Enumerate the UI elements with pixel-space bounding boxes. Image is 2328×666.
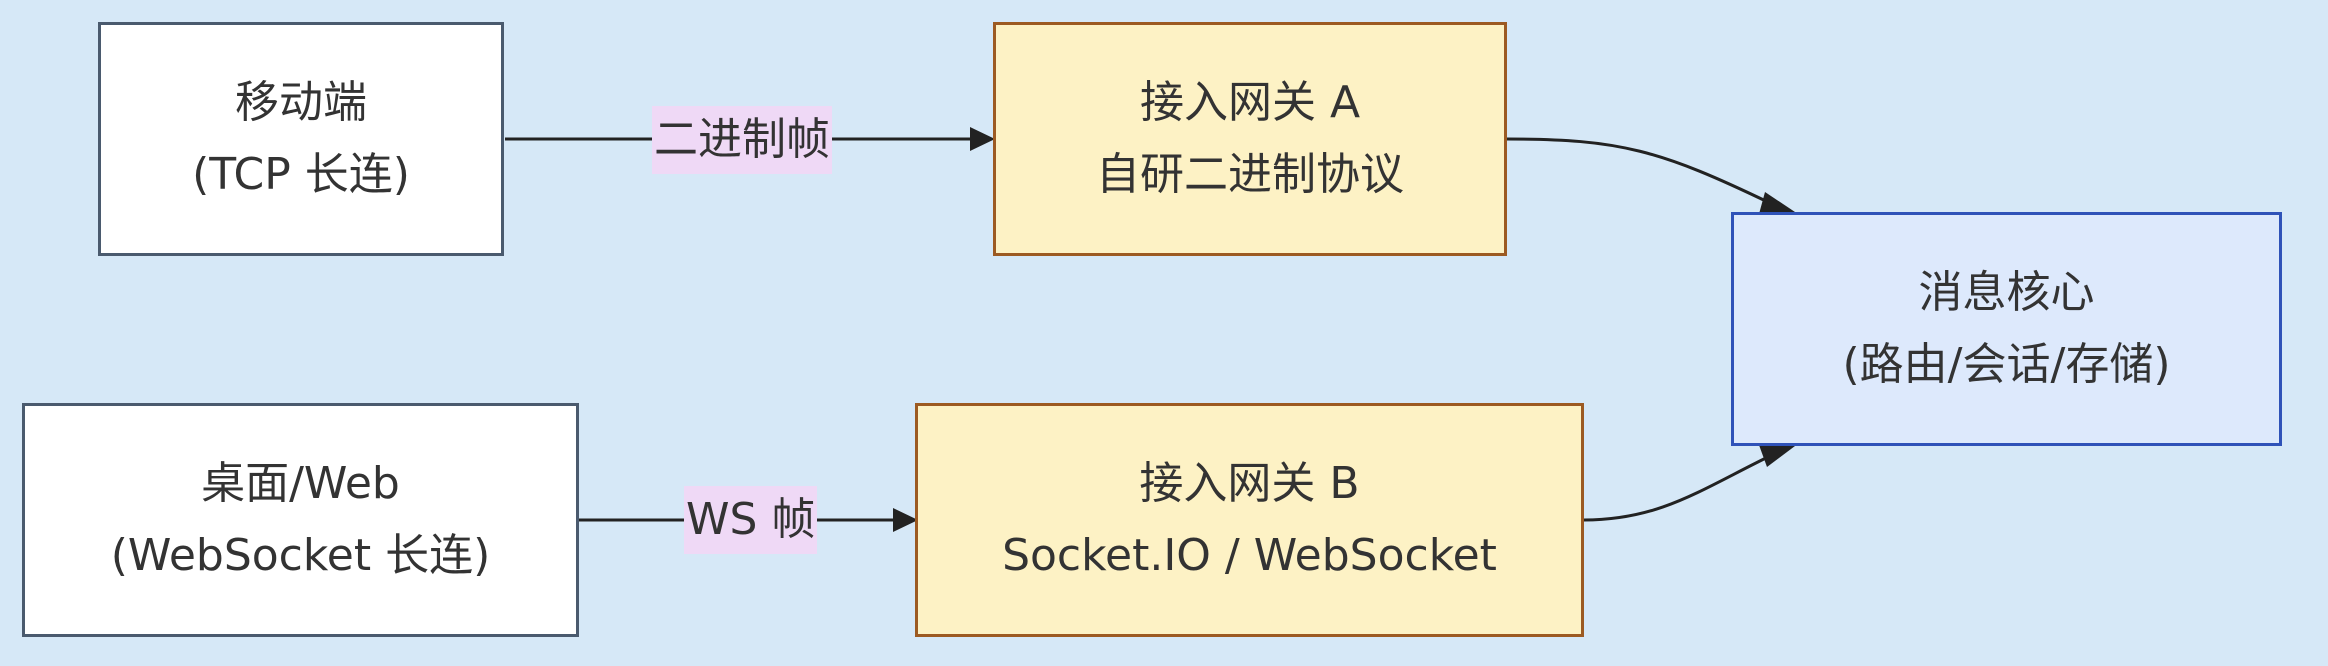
node-desktop-line1: 桌面/Web bbox=[201, 458, 400, 509]
edge-label-binary-frame: 二进制帧 bbox=[652, 106, 832, 174]
node-mobile-line1: 移动端 bbox=[235, 77, 367, 128]
node-desktop: 桌面/Web (WebSocket 长连) bbox=[22, 403, 579, 637]
edge-label-ws-frame: WS 帧 bbox=[684, 486, 818, 554]
node-gateway-a-line2: 自研二进制协议 bbox=[1096, 149, 1404, 200]
edge-gateway-a-to-core bbox=[1506, 137, 1773, 206]
node-message-core: 消息核心 (路由/会话/存储) bbox=[1731, 212, 2282, 446]
arrowhead-core-bottom bbox=[1759, 445, 1795, 467]
node-gateway-a-line1: 接入网关 A bbox=[1139, 77, 1361, 128]
node-mobile: 移动端 (TCP 长连) bbox=[98, 22, 504, 256]
arrowhead-core-top bbox=[1759, 192, 1795, 214]
node-gateway-b: 接入网关 B Socket.IO / WebSocket bbox=[915, 403, 1584, 637]
node-gateway-b-line2: Socket.IO / WebSocket bbox=[1002, 530, 1497, 581]
node-message-core-line2: (路由/会话/存储) bbox=[1842, 339, 2171, 390]
node-mobile-line2: (TCP 长连) bbox=[192, 149, 410, 200]
node-gateway-a: 接入网关 A 自研二进制协议 bbox=[993, 22, 1507, 256]
edge-gateway-b-to-core bbox=[1583, 453, 1773, 522]
node-gateway-b-line1: 接入网关 B bbox=[1139, 458, 1360, 509]
node-desktop-line2: (WebSocket 长连) bbox=[110, 530, 491, 581]
arrowhead-gateway-b bbox=[893, 508, 918, 532]
node-message-core-line1: 消息核心 bbox=[1918, 267, 2095, 318]
arrowhead-gateway-a bbox=[970, 127, 995, 151]
